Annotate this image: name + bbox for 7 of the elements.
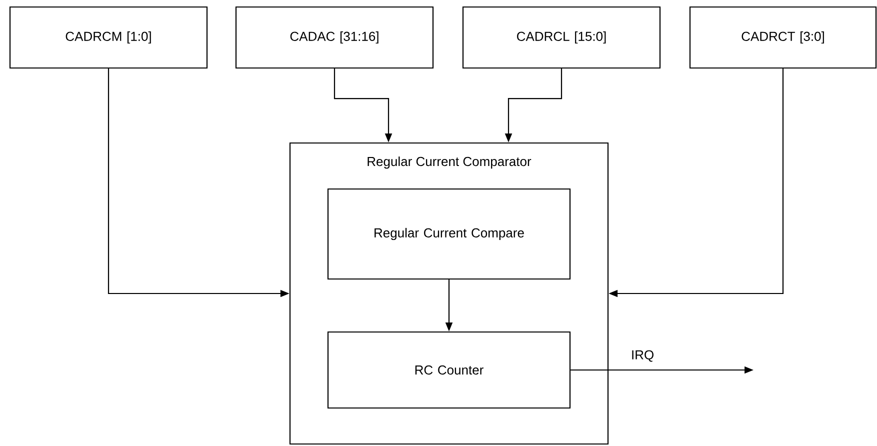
process-box: RC Counter: [327, 331, 571, 409]
register-box: CADRCT [3:0]: [689, 6, 877, 69]
edge-label: IRQ: [632, 350, 654, 362]
process-box: Regular Current Compare: [327, 188, 571, 280]
register-box: CADRCL [15:0]: [462, 6, 661, 69]
register-box: CADAC [31:16]: [235, 6, 434, 69]
register-box: CADRCM [1:0]: [9, 6, 208, 69]
